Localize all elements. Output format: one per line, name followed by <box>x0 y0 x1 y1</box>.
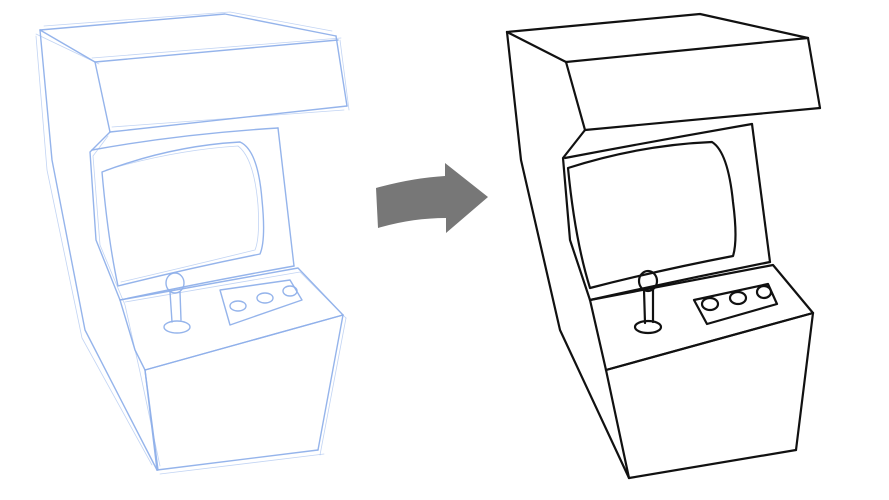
ink-button-plate <box>692 282 779 326</box>
ink-front-bottom <box>627 448 798 480</box>
sketch-joystick-ball <box>165 272 185 294</box>
ink-button-2 <box>728 290 748 306</box>
sketch-top-left-edge <box>39 29 96 63</box>
sketch-screen <box>101 141 265 287</box>
sketch-marquee-bottom <box>109 105 348 133</box>
sketch-marquee-top <box>94 39 339 63</box>
ink-joystick-ball <box>637 269 659 293</box>
ink-marquee-bottom <box>583 106 822 132</box>
ink-panel-front <box>604 311 815 372</box>
sketch-side-outer <box>39 29 158 471</box>
ink-side-inner <box>561 128 631 480</box>
sketch-marquee-right-2 <box>339 39 350 111</box>
sketch-top-back-edge <box>39 13 337 37</box>
sketch-front-bottom-2 <box>159 453 325 475</box>
sketch-marquee-bottom-2 <box>111 109 345 128</box>
arrow-shape <box>376 163 488 233</box>
inked-arcade-cabinet <box>505 12 822 480</box>
sketch-joystick-base <box>163 320 191 334</box>
sketch-side-outer-2 <box>35 35 153 466</box>
ink-joystick-stick <box>642 288 655 325</box>
sketch-screen-2 <box>105 145 259 283</box>
ink-screen <box>566 140 737 290</box>
sketch-top-left-edge-2 <box>35 33 100 65</box>
sketch-marquee-top-2 <box>91 37 342 59</box>
sketch-front-right <box>317 314 344 451</box>
ink-marquee-right <box>806 36 822 110</box>
sketch-front-bottom <box>156 449 319 471</box>
sketch-side-inner-2 <box>92 135 161 467</box>
sketch-marquee-right <box>335 35 348 107</box>
sketch-top-back-edge-2 <box>43 11 333 32</box>
ink-marquee-top <box>564 36 810 64</box>
right-arrow-icon <box>376 163 488 233</box>
sketch-kick-panel-top <box>144 369 159 471</box>
sketch-button-2 <box>256 292 274 304</box>
ink-marquee-left <box>564 60 587 132</box>
ink-top-left-edge <box>505 30 568 64</box>
ink-top-back-edge <box>505 12 810 40</box>
ink-button-1 <box>700 296 720 312</box>
sketch-button-3 <box>282 285 298 297</box>
sketch-button-1 <box>229 300 247 312</box>
sketch-panel-front <box>144 314 344 371</box>
ink-bezel-top <box>563 122 754 160</box>
ink-joystick-base <box>633 319 663 335</box>
sketch-joystick-stick <box>169 291 182 323</box>
sketch-bezel-top <box>91 127 279 151</box>
ink-button-3 <box>755 284 773 300</box>
ink-front-right <box>794 311 815 452</box>
sketch-button-plate <box>219 279 303 326</box>
sketch-bezel-right <box>277 127 295 267</box>
sketch-panel-top <box>119 267 344 371</box>
ink-bezel-right <box>750 122 772 264</box>
sketch-front-right-2 <box>319 317 347 456</box>
pencil-sketch-arcade-cabinet <box>35 11 350 475</box>
ink-side-outer <box>505 30 631 480</box>
sketch-marquee-left <box>94 61 111 133</box>
sketch-panel-top-2 <box>124 271 347 319</box>
